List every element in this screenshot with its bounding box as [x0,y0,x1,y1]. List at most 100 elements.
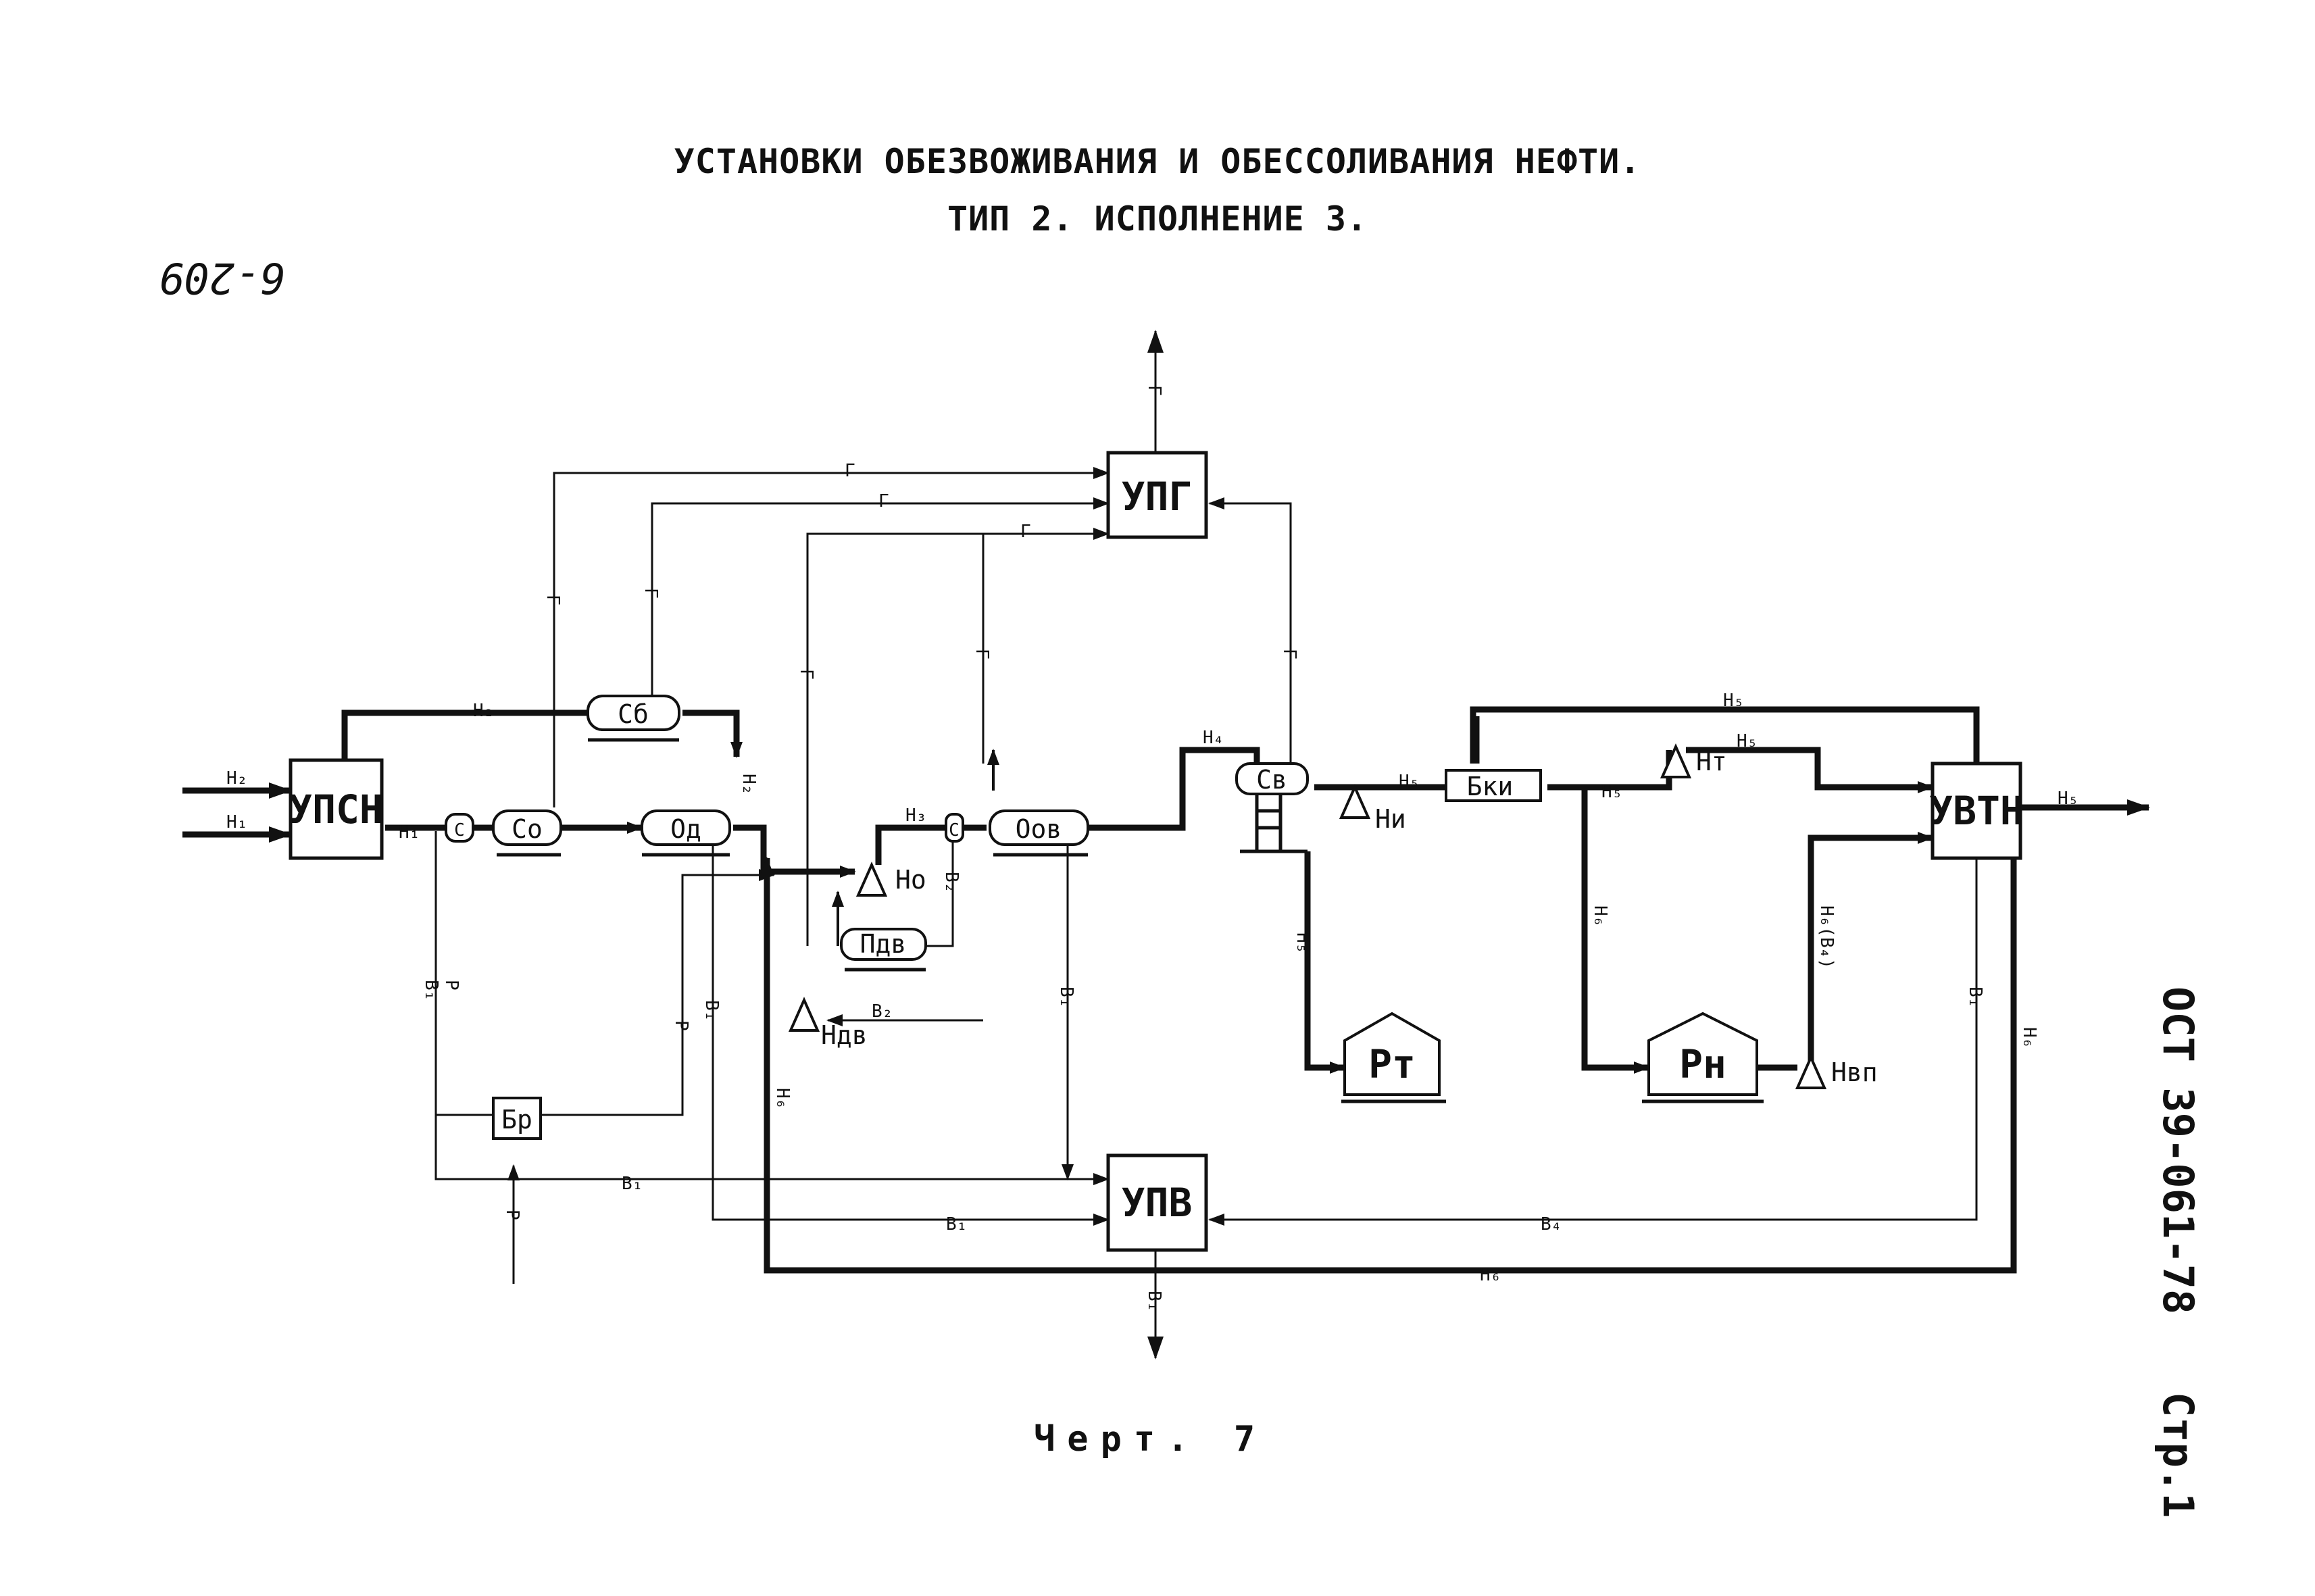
separator-c [445,813,474,843]
gas-line-co [553,467,1110,807]
br-label: Бр [501,1105,532,1134]
line-n6-return [761,845,2017,1274]
stream-n1: Н₁ [399,822,420,843]
stream-n5-c: Н₅ [1737,731,1758,751]
upsn-block [289,758,384,860]
line-n5-top [1470,706,1980,764]
nvp-label: Нвп [1831,1057,1878,1087]
ndv-label: Ндв [821,1020,868,1050]
stream-v4: В₄ [1541,1214,1562,1235]
upv-label: УПВ [1122,1180,1193,1226]
stream-r-vert-c: Р [502,1210,522,1220]
pdv-label: Пдв [860,929,907,959]
stream-g-vert-out: Г [1144,385,1164,396]
line-no-c2 [875,824,946,865]
gas-line-cv [1208,497,1292,764]
co-label: Со [512,814,543,844]
line-nt-uvtn [1686,747,1934,793]
stream-n2-in: Н₂ [226,768,247,789]
stream-v1-vert-c: В₁ [1056,987,1076,1007]
line-n6-to-rn [1558,784,1650,1074]
rn-label: Рн [1679,1041,1726,1087]
stream-g-vert-b: Г [641,588,661,599]
stream-n3: Н₃ [905,805,926,826]
gas-line-pdv [806,528,1110,946]
pump-ndv [788,997,820,1032]
ni-label: Ни [1375,804,1406,834]
cv-label: Св [1256,765,1287,795]
line-n2-to-cb [341,709,588,767]
vessel-cb [587,695,680,731]
c2-label: С [949,820,960,841]
pump-no [855,862,888,897]
line-od-no [733,824,856,878]
stream-n5-a: Н₅ [1399,772,1420,792]
stream-n6-right-vert: Н₆ [2019,1027,2039,1048]
vessel-od [641,809,731,846]
stream-g-vert-c: Г [796,669,816,680]
tank-rn [1647,1012,1758,1096]
no-label: Но [895,865,926,895]
stream-n5-vert: Н₅ [1293,932,1313,953]
uvtn-label: УВТН [1929,788,2024,834]
pump-nvp [1795,1054,1827,1089]
gas-line-cb [651,497,1110,696]
stream-n6-left-vert: Н₆ [772,1088,793,1109]
vessel-cv [1235,762,1309,795]
reagent-line [541,869,775,1116]
vessel-ooya [989,809,1089,846]
vessel-supports [497,738,1764,1103]
stream-v1-vert-out: В₁ [1144,1291,1164,1312]
upsn-label: УПСН [289,787,383,832]
stream-v1-b: В₁ [946,1214,967,1235]
line-nvp-uvtn [1808,832,1934,1061]
title-line-1: УСТАНОВКИ ОБЕЗВОЖИВАНИЯ И ОБЕССОЛИВАНИЯ … [674,142,1641,181]
ooya-label: Оов [1016,814,1062,844]
water-line-uvtn [1208,858,1978,1226]
stream-v1-vert-a: В₁ [421,980,441,1001]
line-ooya-cv [1088,747,1260,831]
line-cb-out [682,709,743,758]
stream-r-vert-b: Р [671,1020,691,1031]
c-label: С [454,820,465,841]
upg-block [1106,451,1208,539]
stream-n1-in: Н₁ [226,812,247,832]
cb-label: Сб [618,699,649,729]
stream-g-vert-d: Г [972,649,992,659]
stream-n5-top: Н₅ [1723,691,1744,711]
stream-v2: В₂ [872,1001,893,1022]
block-br [492,1097,542,1140]
vessel-bki [1445,769,1542,802]
water-line-v1-b [712,845,1110,1226]
stream-n2: Н₂ [473,701,494,721]
rt-label: Рт [1368,1041,1416,1087]
stream-r-vert-a: Р [441,980,462,991]
stream-n5-b: Н₅ [1601,782,1622,802]
vessel-co [492,809,562,846]
stream-v2-vert: В₂ [941,872,962,893]
stream-n6b4-vert: Н₆(В₄) [1816,905,1837,969]
line-n5-to-rt [1304,851,1346,1074]
stream-g-vert-a: Г [543,595,563,605]
nt-label: Нт [1696,747,1727,776]
stream-g-3: Г [1020,522,1031,542]
stream-v1-a: В₁ [622,1174,643,1194]
figure-caption: Черт. 7 [1034,1419,1268,1460]
title-line-2: ТИП 2. ИСПОЛНЕНИЕ 3. [947,199,1368,239]
od-label: Од [670,814,701,844]
bki-label: Бки [1467,772,1514,801]
stream-v1-vert-b: В₁ [701,1000,722,1021]
water-line-v2-up [926,831,954,947]
water-line-br-in [434,831,493,1116]
stream-n6-bottom: Н₆ [1480,1265,1501,1285]
stream-v1-vert-d: В₁ [1965,987,1985,1007]
stream-n6-vert: Н₆ [1590,905,1610,926]
tank-rt [1343,1012,1441,1096]
stream-g-1: Г [845,461,855,481]
stream-g-vert-e: Г [1279,649,1299,659]
stream-n5-out: Н₅ [2058,789,2078,809]
cv-stand [1255,794,1283,851]
stream-n4: Н₄ [1203,728,1224,748]
stream-n2-vert: Н₂ [739,774,759,795]
